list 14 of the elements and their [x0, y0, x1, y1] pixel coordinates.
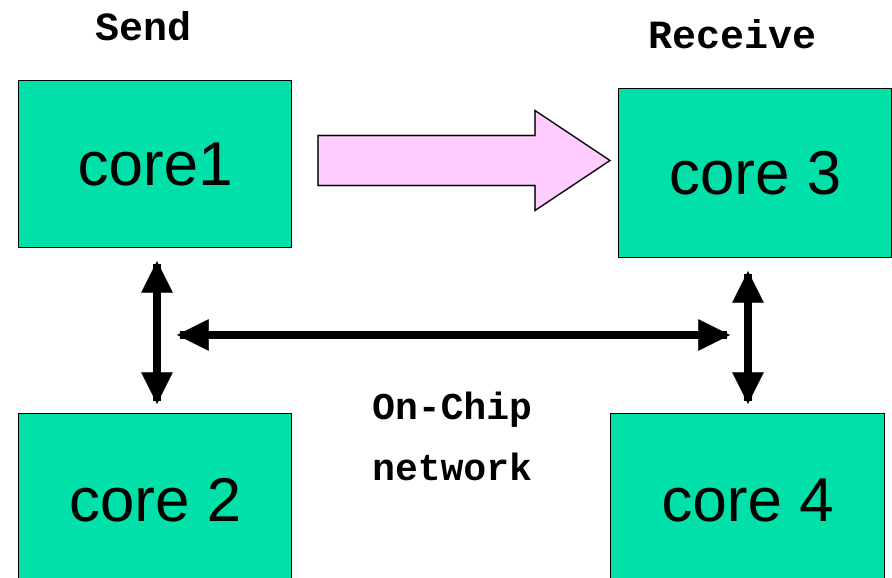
role-label: Receive: [648, 16, 816, 61]
role-label: Send: [95, 8, 192, 53]
core-box: [618, 88, 892, 258]
double-arrow: [141, 260, 173, 404]
core-label: core 3: [668, 138, 842, 208]
core-label: core 2: [68, 465, 242, 536]
core-label: core1: [77, 128, 233, 200]
core-box: [18, 80, 292, 248]
core-box: [610, 413, 885, 578]
core-box: [18, 413, 292, 578]
network-label: On-Chip network: [371, 387, 533, 494]
core-label: core 4: [661, 465, 834, 536]
double-arrow: [732, 270, 764, 404]
block-arrow: [317, 109, 612, 212]
